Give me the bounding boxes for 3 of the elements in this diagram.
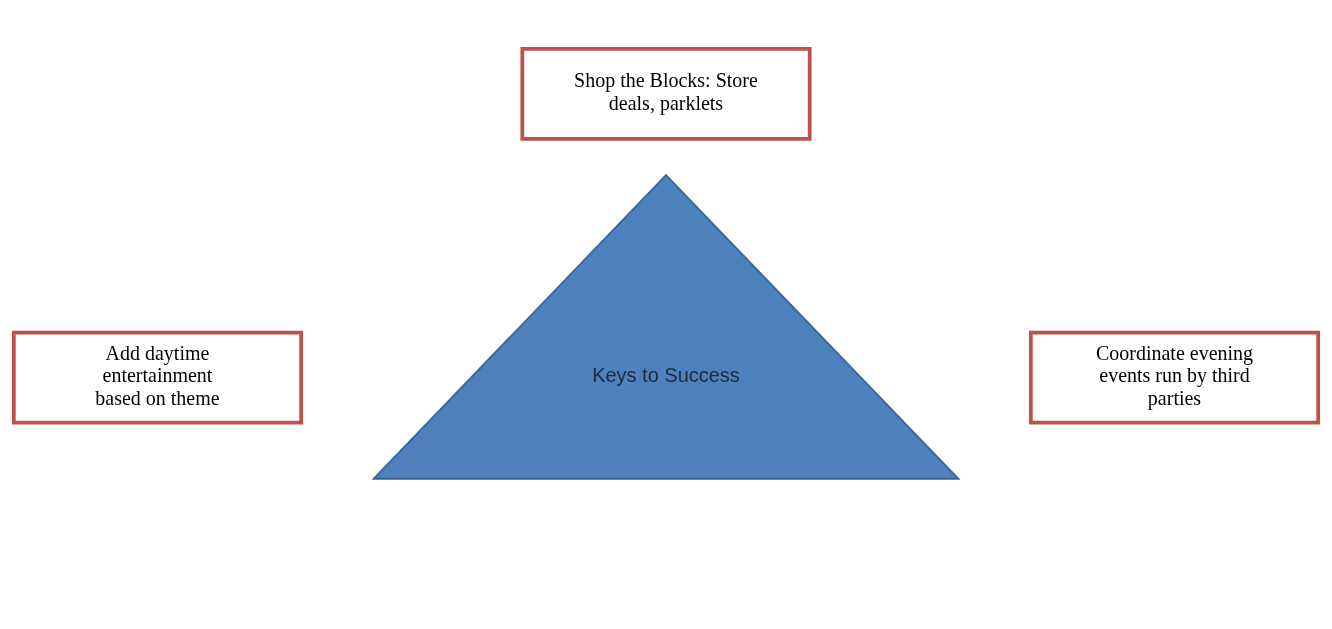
node-box: Shop the Blocks: Store deals, parklets: [520, 47, 812, 141]
node-box: Coordinate evening events run by third parties: [1028, 330, 1321, 425]
node-box: Add daytime entertainment based on theme: [11, 330, 304, 425]
